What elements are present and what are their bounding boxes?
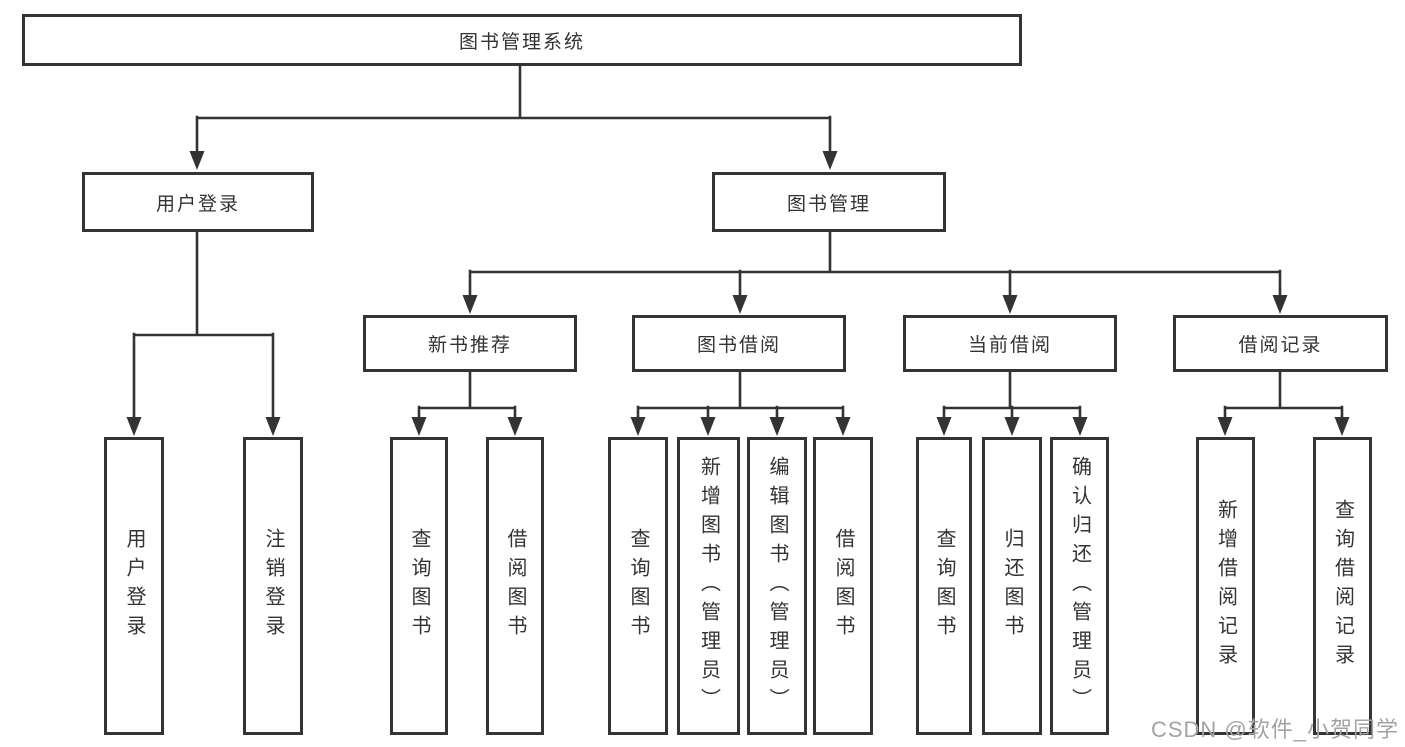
node-leaf-add-books-admin-label: 新增图书（管理员）: [697, 455, 720, 717]
node-leaf-add-books-admin: 新增图书（管理员）: [677, 437, 740, 735]
node-leaf-borrow-books-label: 借阅图书: [832, 528, 854, 644]
node-leaf-query-borrow-record-label: 查询借阅记录: [1331, 499, 1354, 673]
node-current-borrowing: 当前借阅: [903, 315, 1117, 372]
node-leaf-return-books: 归还图书: [982, 437, 1042, 735]
node-leaf-return-books-label: 归还图书: [1001, 528, 1023, 644]
node-leaf-borrow-books: 借阅图书: [813, 437, 873, 735]
node-leaf-logout-label: 注销登录: [262, 528, 284, 644]
node-leaf-query-borrow-record: 查询借阅记录: [1313, 437, 1372, 735]
node-leaf-confirm-return-admin-label: 确认归还（管理员）: [1068, 455, 1091, 717]
node-leaf-add-borrow-record-label: 新增借阅记录: [1214, 499, 1237, 673]
node-leaf-user-login-label: 用户登录: [123, 528, 145, 644]
node-leaf-edit-books-admin-label: 编辑图书（管理员）: [766, 455, 788, 717]
node-leaf-query-books-borrowing: 查询图书: [608, 437, 668, 735]
node-leaf-query-books-recommend-label: 查询图书: [408, 528, 430, 644]
node-leaf-query-books-borrowing-label: 查询图书: [627, 528, 649, 644]
node-leaf-query-books-recommend: 查询图书: [390, 437, 448, 735]
node-book-borrowing-label: 图书借阅: [696, 335, 781, 356]
node-user-login-label: 用户登录: [155, 193, 240, 215]
node-leaf-confirm-return-admin: 确认归还（管理员）: [1050, 437, 1109, 735]
node-user-login: 用户登录: [82, 172, 314, 232]
node-leaf-add-borrow-record: 新增借阅记录: [1196, 437, 1255, 735]
node-root: 图书管理系统: [22, 14, 1022, 66]
node-leaf-query-books-current-label: 查询图书: [933, 528, 955, 644]
node-new-book-recommendation: 新书推荐: [363, 315, 577, 372]
node-leaf-logout: 注销登录: [243, 437, 303, 735]
node-leaf-query-books-current: 查询图书: [916, 437, 972, 735]
node-new-book-recommendation-label: 新书推荐: [427, 335, 512, 356]
node-root-label: 图书管理系统: [458, 31, 585, 53]
node-borrowing-records-label: 借阅记录: [1238, 335, 1323, 356]
node-leaf-user-login: 用户登录: [104, 437, 164, 735]
node-book-management-label: 图书管理: [786, 193, 871, 215]
node-leaf-edit-books-admin: 编辑图书（管理员）: [747, 437, 807, 735]
watermark: CSDN @软件_小贺同学: [1150, 717, 1399, 742]
node-borrowing-records: 借阅记录: [1173, 315, 1388, 372]
node-current-borrowing-label: 当前借阅: [967, 335, 1052, 356]
node-leaf-borrow-books-recommend: 借阅图书: [486, 437, 544, 735]
node-leaf-borrow-books-recommend-label: 借阅图书: [504, 528, 526, 644]
node-book-borrowing: 图书借阅: [632, 315, 846, 372]
node-book-management: 图书管理: [712, 172, 946, 232]
